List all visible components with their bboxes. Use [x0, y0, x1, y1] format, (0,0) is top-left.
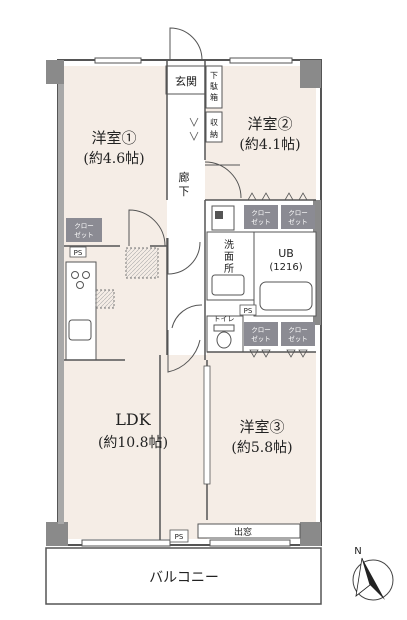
hallway-label-1: 廊: [179, 170, 190, 184]
north-compass: N: [352, 546, 394, 601]
shoe-box: [205, 65, 223, 109]
room2-floor: [205, 66, 316, 200]
front-door-swing: [169, 27, 203, 61]
column-top-right: [300, 60, 321, 88]
washbasin: [211, 274, 245, 296]
toilet-tank: [213, 324, 235, 332]
ps-label-balcony: PS: [175, 533, 184, 541]
shoe-box-label-3: 箱: [210, 92, 218, 102]
ldk-area: (約10.8帖): [98, 435, 168, 451]
closet-room2a-label-1: クロー: [251, 209, 271, 217]
closet-room2b-label-2: ゼット: [288, 217, 308, 226]
storage-label-2: 納: [210, 129, 218, 139]
closet-room3b-label-1: クロー: [288, 326, 308, 334]
compass-needle-light: [355, 557, 371, 597]
closet-room3a-label-1: クロー: [251, 326, 271, 334]
shoe-box-label-2: 駄: [210, 81, 218, 91]
door-room1: [128, 209, 166, 247]
hall-storage-marks: [189, 117, 199, 141]
unit-bath-label: UB: [278, 247, 294, 260]
window-room1: [94, 57, 142, 64]
washroom-label-3: 所: [224, 263, 234, 275]
ps-label-hall: PS: [244, 307, 253, 315]
toilet-label: トイレ: [214, 315, 235, 323]
washroom-label-2: 面: [224, 252, 234, 263]
north-label: N: [354, 546, 361, 557]
door-ldk: [167, 330, 201, 373]
room1-name: 洋室①: [91, 129, 136, 147]
washing-machine-drum: [215, 211, 223, 219]
bay-window-label: 出窓: [234, 526, 252, 538]
closet-room1-label-1: クロー: [74, 222, 94, 230]
room1-area: (約4.6帖): [83, 151, 144, 167]
ps-label-kitchen: PS: [74, 249, 83, 257]
column-bottom-left: [46, 522, 68, 546]
closet-room3-a: [244, 322, 278, 346]
ldk-name: LDK: [115, 410, 151, 429]
closet-room3a-label-2: ゼット: [251, 334, 271, 343]
closet-room2-b: [281, 205, 315, 229]
balcony: [45, 547, 322, 605]
closet-room2a-label-2: ゼット: [251, 217, 271, 226]
door-washroom: [167, 238, 201, 275]
room3-floor: [207, 352, 316, 524]
washroom-label-1: 洗: [224, 239, 234, 251]
closet-room3-b: [281, 322, 315, 346]
door-toilet: [171, 304, 203, 329]
closet-door-marks-room3: [249, 349, 308, 358]
door-room2: [204, 161, 242, 199]
toilet-bowl: [216, 331, 232, 349]
closet-room3b-label-2: ゼット: [288, 334, 308, 343]
compass-needle-icon: [362, 558, 385, 600]
wall-left: [58, 84, 64, 524]
sliding-door: [203, 365, 211, 485]
room2-area: (約4.1帖): [239, 137, 300, 153]
closet-room2b-label-1: クロー: [288, 209, 308, 217]
window-room2: [229, 57, 293, 64]
closet-room2-a: [244, 205, 278, 229]
storage-label-1: 収: [210, 117, 218, 127]
hallway-floor: [167, 95, 205, 355]
appliance-space: [95, 289, 115, 309]
shoe-box-label-1: 下: [210, 71, 218, 80]
hallway-label-2: 下: [179, 185, 190, 198]
balcony-label: バルコニー: [149, 570, 219, 586]
ldk-floor-lower: [160, 355, 207, 539]
window-ldk: [81, 539, 171, 547]
bay-window: [197, 523, 301, 539]
partition-walls: [64, 60, 316, 540]
ps-box-hall: [239, 304, 257, 316]
storage-box: [205, 111, 223, 143]
stove-burner: [76, 281, 84, 289]
unit-bath-size: (1216): [269, 262, 302, 273]
column-bottom-right: [300, 522, 321, 546]
room3-area: (約5.8帖): [231, 440, 292, 456]
stove-burner: [71, 271, 79, 279]
ps-box-kitchen: [69, 246, 87, 258]
closet-room1-label-2: ゼット: [74, 230, 94, 239]
fridge-space: [125, 247, 159, 279]
stove-burner: [82, 271, 90, 279]
column-top-left: [46, 60, 64, 84]
bathtub: [259, 281, 313, 311]
closet-door-marks-room2: [247, 192, 308, 201]
entrance-label: 玄関: [175, 74, 197, 88]
kitchen-sink: [68, 319, 92, 341]
wall-right-mid: [313, 200, 321, 325]
room2-name: 洋室②: [247, 115, 292, 133]
window-room3: [209, 539, 291, 547]
room3-name: 洋室③: [239, 418, 284, 436]
kitchen-counter: [65, 261, 97, 361]
ps-box-balcony: [169, 529, 189, 543]
closet-room1: [66, 218, 102, 242]
